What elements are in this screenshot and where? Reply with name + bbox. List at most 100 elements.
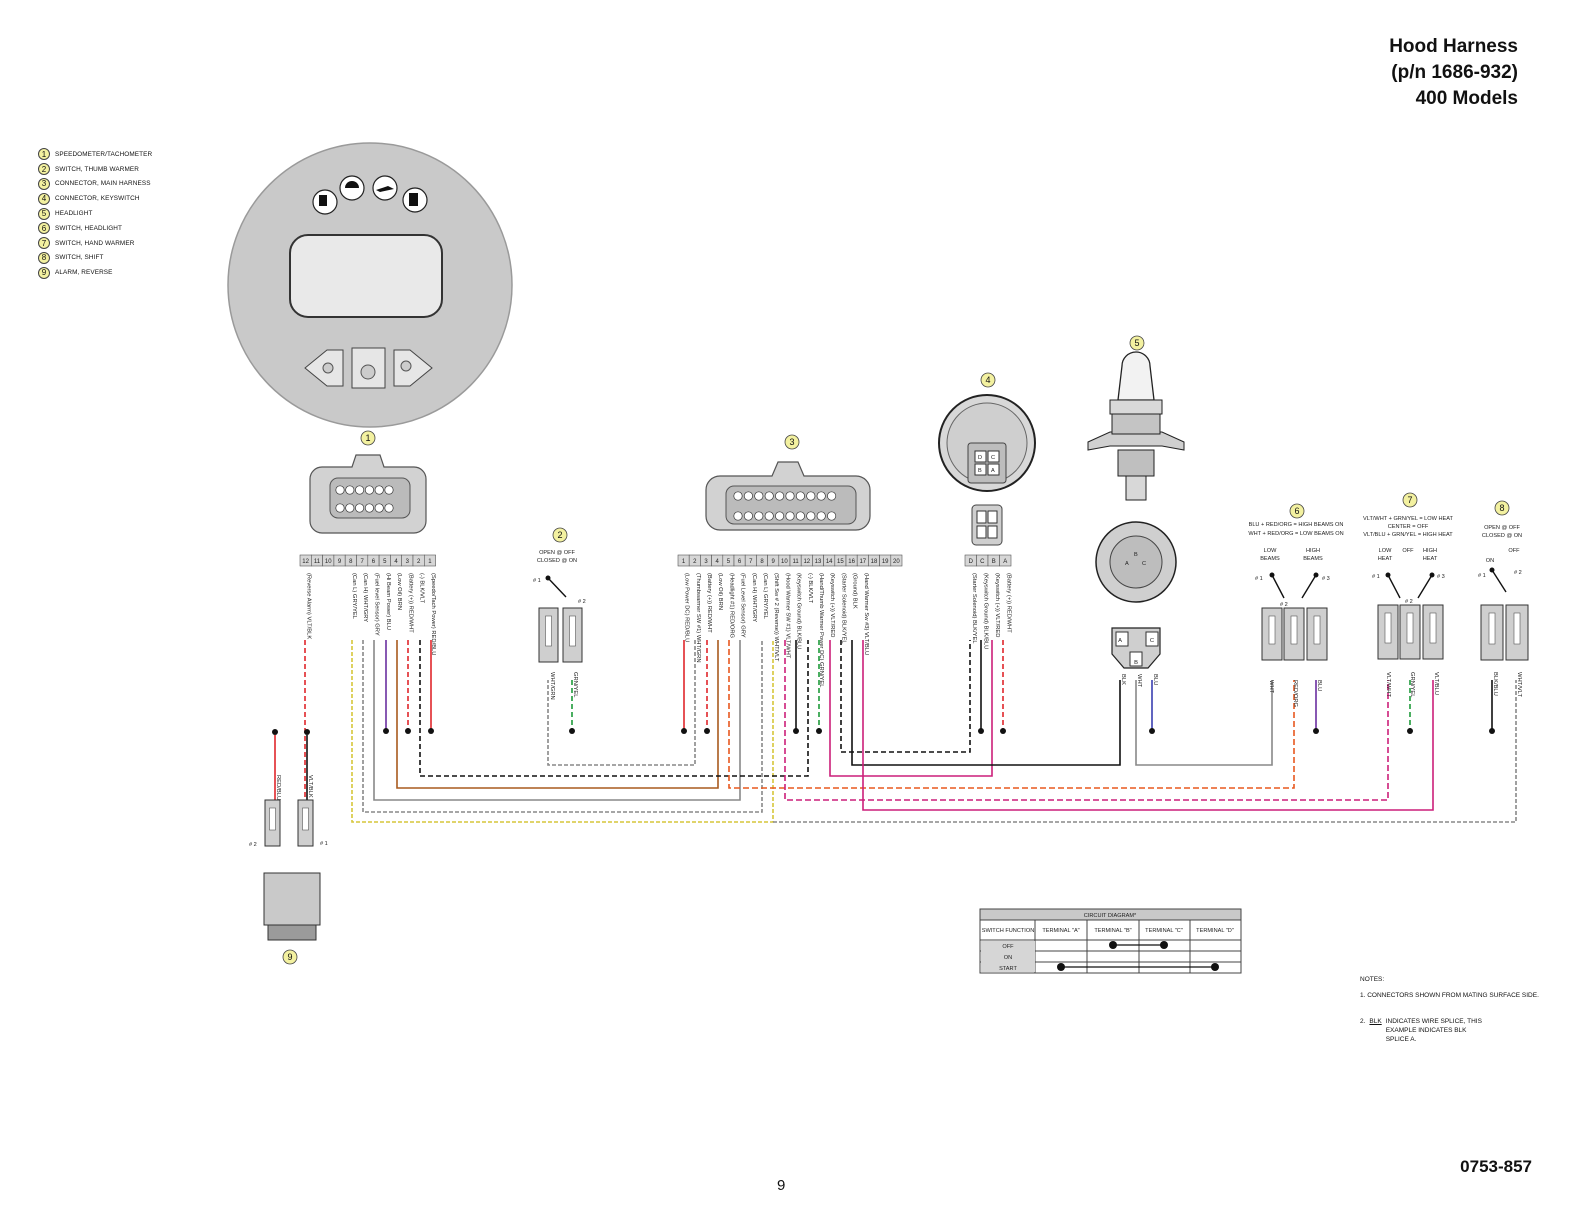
splice-dot — [704, 728, 710, 734]
callout-circle — [282, 949, 298, 965]
shift-pos-1: # 1 — [1478, 573, 1486, 579]
shift-pos-2: # 2 — [1514, 570, 1522, 576]
svg-text:C: C — [1142, 561, 1146, 567]
headlight-wire-1: WHT — [1268, 680, 1274, 694]
switch-pivot — [1429, 572, 1435, 578]
key-face-a: A — [991, 468, 995, 474]
pin-number: 5 — [727, 559, 731, 565]
headlight-caption-1: BLU + RED/ORG = HIGH BEAMS ON — [1249, 522, 1344, 528]
wire-label: (Starter Solenoid) BLK/YEL — [971, 573, 977, 644]
pin-number: 9 — [772, 559, 776, 565]
legend-label: ALARM, REVERSE — [55, 269, 113, 277]
splice-dot — [1407, 728, 1413, 734]
callout-number: 4 — [985, 375, 990, 385]
pin-socket — [345, 485, 355, 495]
headlight-pos-2: # 2 — [1280, 602, 1288, 608]
table-header-d: TERMINAL "D" — [1196, 928, 1234, 934]
wire-label: (Fuel level Sensor) GRY — [373, 573, 379, 636]
splice-dot — [1489, 728, 1495, 734]
speedometer-gauge — [227, 142, 513, 428]
switch-pivot — [1269, 572, 1275, 578]
headlight-pos-3: # 3 — [1322, 576, 1330, 582]
pin-socket — [775, 511, 785, 521]
wire-label: (Fuel Level Sensor) GRY — [740, 573, 746, 638]
speedo-pin-circles — [335, 485, 394, 513]
callout-number: 6 — [1294, 506, 1299, 516]
pin-number: 3 — [704, 559, 708, 565]
pin-socket — [806, 491, 816, 501]
legend-item: 3 CONNECTOR, MAIN HARNESS — [38, 177, 152, 192]
key-face-b: B — [978, 468, 982, 474]
pin-number: 4 — [716, 559, 720, 565]
alarm-wire-2: VLT/BLK — [307, 775, 313, 798]
headlight-ground-wire — [1135, 680, 1273, 766]
hand-wire-1: VLT/WHT — [1385, 672, 1391, 697]
legend-label: SWITCH, SHIFT — [55, 254, 104, 262]
wire-label: (Starter Solenoid) BLK/YEL — [840, 573, 846, 644]
pin-number: 7 — [749, 559, 753, 565]
hand-pos-2: # 2 — [1405, 599, 1413, 605]
legend-label: SWITCH, THUMB WARMER — [55, 165, 140, 173]
thumb-wire-1: WHT/GRN — [549, 672, 555, 700]
table-header-switch: SWITCH FUNCTION — [982, 928, 1035, 934]
pin-socket — [335, 485, 345, 495]
speedo-wire-labels: (Reverse Alarm) VLT/BLK(Can L) GRY/YEL(C… — [306, 573, 436, 655]
headlight-pin-c: C — [1150, 638, 1154, 644]
wire-label: (Thumbwarmer SW #1) WHT/GRN — [695, 573, 701, 663]
ground-wire — [419, 640, 809, 777]
terminal-slot — [1313, 615, 1321, 645]
pin-number: C — [980, 559, 985, 565]
wire-label: (Reverse Alarm) VLT/BLK — [306, 573, 312, 639]
legend-number: 4 — [38, 192, 50, 205]
wire-label: (Keyswitch (+)) VLT/RED — [994, 573, 1000, 637]
callout-number: 3 — [789, 437, 794, 447]
pin-number: 1 — [428, 559, 432, 565]
headlight-high-1: HIGH — [1306, 548, 1320, 554]
shift-caption-1: OPEN @ OFF — [1484, 525, 1520, 531]
gauge-buttons — [304, 347, 433, 389]
legend-number: 7 — [38, 237, 50, 250]
pin-number: 10 — [325, 559, 332, 565]
main-wire-labels: (Low Power DC) RED/BLU(Thumbwarmer SW #1… — [684, 573, 869, 688]
svg-text:A: A — [1125, 561, 1129, 567]
pin-socket — [806, 511, 816, 521]
shift-wire-2: WHT/VLT — [1516, 672, 1522, 697]
terminal-slot — [1406, 612, 1414, 644]
can-h-wire — [362, 640, 763, 813]
pin-socket — [384, 503, 394, 513]
pin-number: 3 — [406, 559, 410, 565]
pin-number: 4 — [394, 559, 398, 565]
headlight-wire-blk: BLK — [1120, 674, 1126, 685]
low-oil-wire — [396, 640, 719, 789]
splice-dot — [383, 728, 389, 734]
shift-caption-2: CLOSED @ ON — [1482, 533, 1522, 539]
starter-wire — [840, 640, 971, 753]
thumb-switch-lever — [547, 577, 567, 598]
headlight-caption-2: WHT + RED/ORG = LOW BEAMS ON — [1248, 531, 1343, 537]
pin-number: 9 — [338, 559, 342, 565]
pin-socket — [733, 491, 743, 501]
hand-low-1: LOW — [1379, 548, 1392, 554]
pin-socket — [816, 491, 826, 501]
thumb-pos-1: # 1 — [533, 578, 541, 584]
callout-circle — [552, 527, 568, 543]
legend-number: 3 — [38, 177, 50, 190]
callout-circle — [1289, 503, 1305, 519]
pin-socket — [345, 503, 355, 513]
wire-label: (Hood Warmer SW #1) VLT/WHT — [784, 573, 790, 659]
callout-number: 5 — [1134, 338, 1139, 348]
hand-pos-3: # 3 — [1437, 574, 1445, 580]
pin-number: 20 — [893, 559, 900, 565]
legend-number: 8 — [38, 251, 50, 264]
callout-number: 9 — [287, 952, 292, 962]
thumbwarmer-wire — [547, 640, 696, 766]
hand-pos-1: # 1 — [1372, 574, 1380, 580]
callout-number: 2 — [557, 530, 562, 540]
legend-label: CONNECTOR, MAIN HARNESS — [55, 180, 151, 188]
switch-pivot — [1385, 572, 1391, 578]
legend-label: CONNECTOR, KEYSWITCH — [55, 195, 140, 203]
